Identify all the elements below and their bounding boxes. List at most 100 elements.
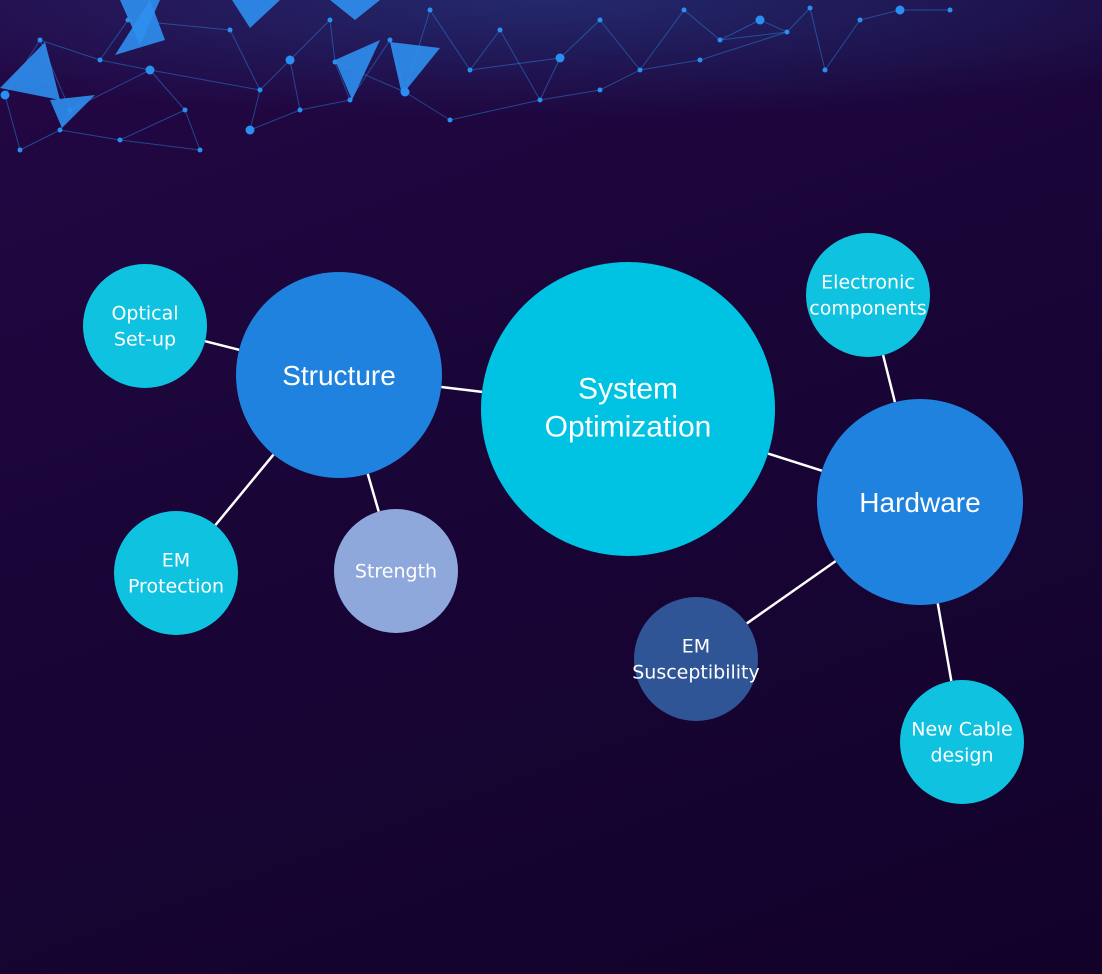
- node-circle-em-susceptibility: [634, 597, 758, 721]
- node-structure: Structure: [236, 272, 442, 478]
- node-label-system-optimization-line-2: Optimization: [545, 411, 712, 444]
- network-triangle: [0, 42, 60, 100]
- node-label-new-cable-design-line-2: design: [930, 745, 993, 767]
- network-line: [249, 89, 261, 131]
- node-circle-em-protection: [114, 511, 238, 635]
- network-triangle: [335, 40, 380, 100]
- network-line: [4, 94, 21, 151]
- network-dot: [387, 37, 393, 43]
- network-line: [119, 109, 186, 141]
- network-line: [289, 19, 331, 61]
- network-dot: [857, 17, 863, 23]
- node-circle-new-cable-design: [900, 680, 1024, 804]
- network-line: [149, 69, 261, 91]
- network-dot: [285, 55, 295, 65]
- network-triangle: [330, 0, 380, 20]
- network-dot: [697, 57, 703, 63]
- network-dot: [400, 87, 410, 97]
- network-triangle: [50, 95, 95, 128]
- network-dot: [197, 147, 203, 153]
- node-label-optical-setup-line-2: Set-up: [114, 329, 176, 351]
- edge-structure-to-system-optimization: [441, 385, 483, 394]
- network-line: [149, 69, 186, 111]
- network-line: [289, 59, 301, 111]
- network-dot: [347, 97, 353, 103]
- network-line: [559, 19, 601, 59]
- network-dot: [447, 117, 453, 123]
- network-dot: [597, 87, 603, 93]
- node-circle-strength: [334, 509, 458, 633]
- network-line: [599, 69, 641, 91]
- network-dot: [245, 125, 255, 135]
- network-dot: [597, 17, 603, 23]
- diagram-nodes: SystemOptimizationStructureHardwareOptic…: [83, 233, 1024, 804]
- node-circle-electronic-components: [806, 233, 930, 357]
- node-label-em-protection-line-1: EM: [162, 550, 190, 572]
- node-label-electronic-components-line-2: components: [809, 298, 926, 320]
- network-line: [499, 29, 541, 101]
- network-line: [599, 19, 641, 71]
- node-circle-optical-setup: [83, 264, 207, 388]
- network-line: [99, 59, 151, 71]
- node-label-em-susceptibility-line-2: Susceptibility: [632, 662, 760, 684]
- network-line: [824, 19, 861, 71]
- network-dot: [784, 29, 790, 35]
- node-label-strength: Strength: [355, 561, 437, 583]
- node-electronic-components: Electronic components: [806, 233, 930, 357]
- network-line: [184, 109, 201, 151]
- network-triangle: [232, 0, 280, 28]
- network-line: [39, 39, 101, 61]
- network-dot: [332, 59, 338, 65]
- network-line: [859, 9, 901, 21]
- connector-lines: [204, 339, 953, 682]
- node-label-electronic-components-line-1: Electronic: [821, 272, 915, 294]
- network-line: [249, 109, 301, 131]
- network-dot: [467, 67, 473, 73]
- network-dot: [0, 90, 10, 100]
- network-dot: [822, 67, 828, 73]
- network-dot: [227, 27, 233, 33]
- network-line: [683, 9, 721, 41]
- network-dot: [717, 37, 723, 43]
- network-dot: [117, 137, 123, 143]
- edge-hardware-to-em-susceptibility: [746, 560, 837, 625]
- edge-system-optimization-to-hardware: [767, 452, 823, 472]
- network-line: [639, 9, 685, 71]
- network-line: [719, 19, 761, 41]
- edge-electronic-components-to-hardware: [881, 354, 897, 403]
- network-line: [539, 89, 601, 101]
- network-triangle: [120, 0, 160, 45]
- network-line: [449, 99, 541, 121]
- network-triangle: [390, 42, 440, 95]
- node-circle-hardware: [817, 399, 1023, 605]
- network-dot: [895, 5, 905, 15]
- node-circle-system-optimization: [481, 262, 775, 556]
- network-line: [469, 29, 501, 71]
- node-strength: Strength: [334, 509, 458, 633]
- edge-optical-setup-to-structure: [204, 339, 240, 351]
- network-line: [59, 129, 121, 141]
- network-dot: [125, 17, 131, 23]
- network-dot: [37, 37, 43, 43]
- network-line: [329, 19, 336, 63]
- network-dot: [497, 27, 503, 33]
- network-line: [699, 31, 788, 61]
- network-dot: [755, 15, 765, 25]
- node-label-system-optimization-line-1: System: [578, 373, 678, 406]
- network-line: [639, 59, 701, 71]
- network-line: [229, 29, 261, 91]
- network-dot: [17, 147, 23, 153]
- network-line: [539, 57, 561, 101]
- network-line: [719, 31, 788, 41]
- network-line: [404, 91, 451, 121]
- node-circle-structure: [236, 272, 442, 478]
- network-dot: [297, 107, 303, 113]
- network-decoration: [0, 0, 1102, 170]
- network-dot: [67, 107, 73, 113]
- network-line: [334, 61, 351, 101]
